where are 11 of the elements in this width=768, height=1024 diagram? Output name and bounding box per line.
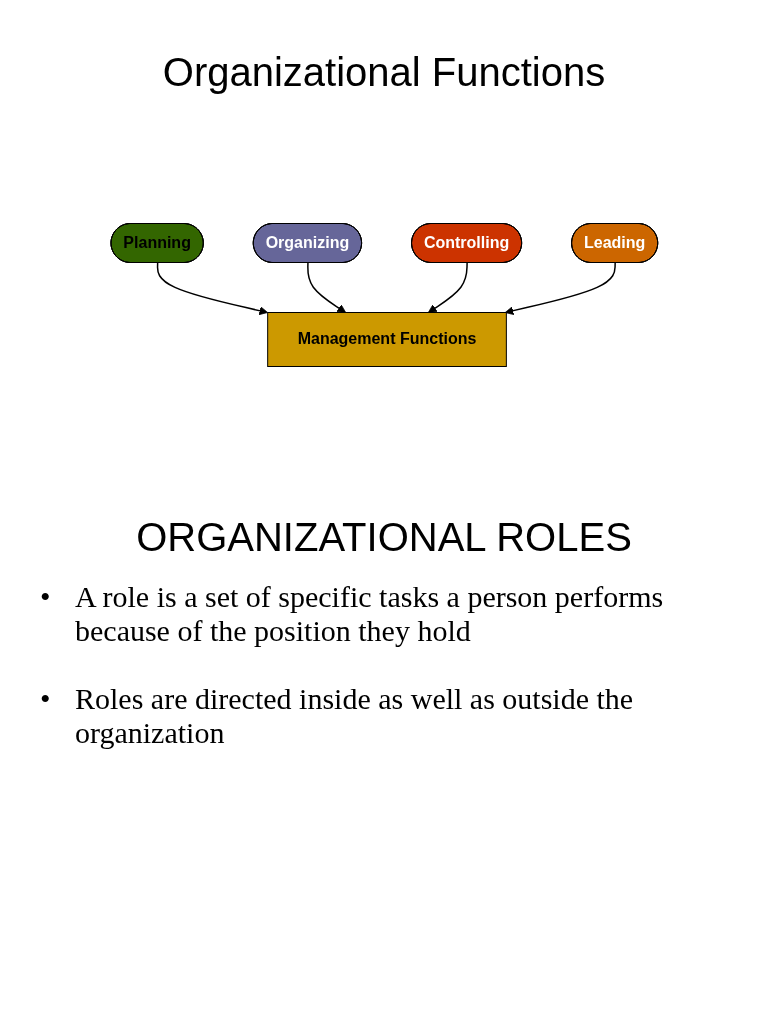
bullet-marker: • [40, 580, 52, 614]
bullet-text: A role is a set of specific tasks a person performs because of the position they hold [75, 580, 665, 648]
heading: ORGANIZATIONAL ROLES [135, 515, 633, 560]
arrow [156, 262, 268, 316]
arrow [306, 262, 346, 313]
arrow [427, 262, 468, 313]
arrow [504, 262, 616, 315]
bullet-marker: • [40, 682, 52, 716]
title: Organizational Functions [161, 50, 607, 95]
bullet-text: Roles are directed inside as well as outside the organization [75, 682, 635, 750]
node-box: Management Functions [266, 312, 507, 367]
